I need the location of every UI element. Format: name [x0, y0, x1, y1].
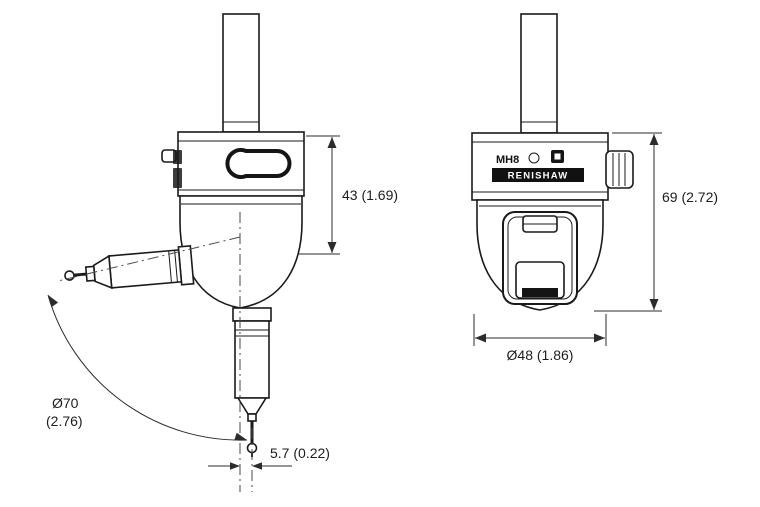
left-height-dimension: 43 (1.69): [298, 135, 398, 255]
dim-arrowhead-left: [475, 333, 486, 343]
dim-arrowhead-left: [252, 462, 262, 470]
left-view: Ø70 (2.76) 43 (1.69) 5.7 (0.22): [46, 13, 398, 492]
left-dome: [179, 195, 303, 309]
right-diameter-dimension: Ø48 (1.86): [473, 314, 607, 363]
left-shank: [222, 13, 260, 133]
swing-arc-dimension: Ø70 (2.76): [46, 294, 248, 441]
left-housing: [161, 131, 305, 197]
rotated-probe-taper: [92, 254, 113, 290]
shank-body: [520, 13, 558, 134]
window-connector-bar: [522, 288, 558, 297]
dim-arrowhead-up: [649, 134, 659, 145]
dim-arrowhead-right: [594, 333, 605, 343]
swing-diameter-label-line2: (2.76): [46, 413, 83, 429]
rotated-probe-knurl-line: [168, 250, 172, 283]
side-print-mark: [173, 168, 182, 188]
tip-offset-dimension: 5.7 (0.22): [208, 445, 330, 470]
left-height-label: 43 (1.69): [342, 187, 398, 203]
lower-probe-stylus-holder: [247, 413, 257, 422]
right-height-dimension: 69 (2.72): [594, 132, 718, 312]
dim-arrowhead-right: [230, 462, 240, 470]
swing-radius-centerline: [57, 236, 241, 282]
arc-arrowhead-top: [48, 295, 59, 308]
model-label: MH8: [496, 154, 519, 166]
lower-probe-body: [234, 320, 270, 399]
tip-offset-label: 5.7 (0.22): [270, 445, 330, 461]
brand-label: RENISHAW: [508, 171, 569, 182]
dome-body: [179, 195, 303, 309]
dim-arrowhead-down: [649, 299, 659, 310]
dim-arrowhead-down: [327, 242, 337, 253]
arc-arrowhead-bottom: [234, 432, 247, 441]
certification-mark-inner: [554, 153, 561, 160]
housing-block: [471, 132, 609, 201]
rotated-probe: [64, 245, 195, 290]
right-shank: [520, 13, 558, 134]
right-view: MH8 RENISHAW: [471, 13, 718, 363]
swing-arc: [47, 294, 248, 441]
rotated-probe-knurl-line: [174, 250, 178, 283]
lower-probe-taper: [236, 397, 268, 415]
rotated-probe-stylus: [74, 272, 87, 277]
front-window: [502, 211, 578, 305]
keyhole-slot-icon: [225, 148, 292, 179]
indicator-led-icon: [528, 152, 540, 164]
swing-diameter-label-line1: Ø70: [52, 395, 79, 411]
lower-probe-mount-ring: [232, 307, 272, 322]
right-height-label: 69 (2.72): [662, 189, 718, 205]
lower-probe: [232, 307, 272, 457]
right-diameter-label: Ø48 (1.86): [507, 347, 574, 363]
side-knob: [605, 150, 634, 189]
right-housing: MH8 RENISHAW: [471, 132, 634, 201]
brand-plate: [492, 168, 584, 182]
dim-arrowhead-up: [327, 137, 337, 148]
shank-body: [222, 13, 260, 133]
side-print-mark: [173, 150, 182, 164]
